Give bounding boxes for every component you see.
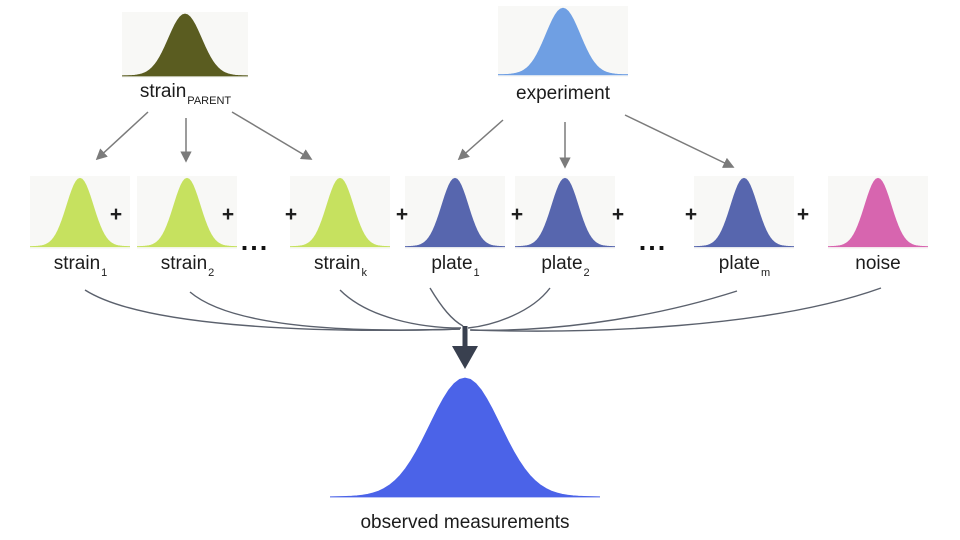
ellipsis: ... [240, 226, 270, 256]
label-text: strain [314, 253, 361, 274]
experiment-arrows [457, 114, 735, 169]
plus-operator: + [395, 203, 409, 226]
node-experiment-curve [498, 6, 628, 77]
label-subscript: 2 [583, 266, 590, 279]
label-subscript: 1 [101, 266, 108, 279]
label-text: experiment [516, 83, 610, 104]
gaussian-curve [694, 176, 794, 249]
node-strain2-curve [137, 176, 237, 249]
merge-line-strain1 [84, 289, 461, 331]
node-strain1-curve [30, 176, 130, 249]
label-text: strain [160, 253, 208, 274]
label-observed-measurements: observed measurements [330, 511, 600, 535]
plus-operator: + [109, 203, 123, 226]
label-strain2: strain2 [137, 252, 237, 283]
strain-parent-arrows [95, 111, 313, 163]
node-plate2-curve [515, 176, 615, 249]
node-straink-curve [290, 176, 390, 249]
label-subscript: 1 [473, 266, 480, 279]
plus-operator: + [284, 203, 298, 226]
merge-line-strain2 [189, 291, 461, 331]
arrow-experiment-to-plate1 [457, 119, 504, 161]
label-subscript: m [761, 266, 771, 279]
node-plate1-curve [405, 176, 505, 249]
label-text: strain [139, 81, 187, 102]
ellipsis: ... [638, 226, 668, 256]
label-text: plate [431, 253, 473, 274]
label-subscript: k [361, 266, 367, 279]
plus-operator: + [510, 203, 524, 226]
label-text: plate [541, 253, 583, 274]
merge-line-plate2 [467, 287, 551, 329]
gaussian-curve [498, 6, 628, 77]
label-experiment: experiment [498, 82, 628, 113]
merge-line-plate1 [429, 287, 464, 327]
gaussian-curve [137, 176, 237, 249]
label-text: noise [855, 253, 901, 274]
arrow-parent-to-straink [231, 111, 313, 160]
gaussian-curve [515, 176, 615, 249]
merge-lines [84, 287, 882, 332]
merge-line-platem [469, 290, 738, 331]
gaussian-curve [405, 176, 505, 249]
arrow-experiment-to-platem [624, 114, 735, 168]
label-text: observed measurements [360, 512, 570, 533]
merge-line-noise [470, 287, 882, 332]
plus-operator: + [611, 203, 625, 226]
plus-operator: + [796, 203, 810, 226]
result-arrow [452, 326, 478, 369]
label-plate2: plate2 [515, 252, 615, 283]
label-strain-parent: strainPARENT [122, 80, 248, 111]
label-plate1: plate1 [405, 252, 505, 283]
gaussian-curve [330, 374, 600, 501]
node-platem-curve [694, 176, 794, 249]
plus-operator: + [684, 203, 698, 226]
node-observed-curve [330, 374, 600, 501]
result-arrowhead-icon [452, 346, 478, 369]
label-strain1: strain1 [30, 252, 130, 283]
gaussian-curve [122, 12, 248, 78]
label-noise: noise [828, 252, 928, 283]
gaussian-curve [30, 176, 130, 249]
merge-line-straink [339, 289, 462, 329]
label-straink: straink [290, 252, 390, 283]
label-text: strain [53, 253, 101, 274]
label-text: plate [718, 253, 760, 274]
gaussian-curve [828, 176, 928, 249]
arrow-parent-to-strain1 [95, 111, 149, 161]
label-subscript: PARENT [187, 94, 232, 107]
plus-operator: + [221, 203, 235, 226]
label-platem: platem [694, 252, 794, 283]
node-noise-curve [828, 176, 928, 249]
node-strain-parent-curve [122, 12, 248, 78]
gaussian-curve [290, 176, 390, 249]
label-subscript: 2 [208, 266, 215, 279]
